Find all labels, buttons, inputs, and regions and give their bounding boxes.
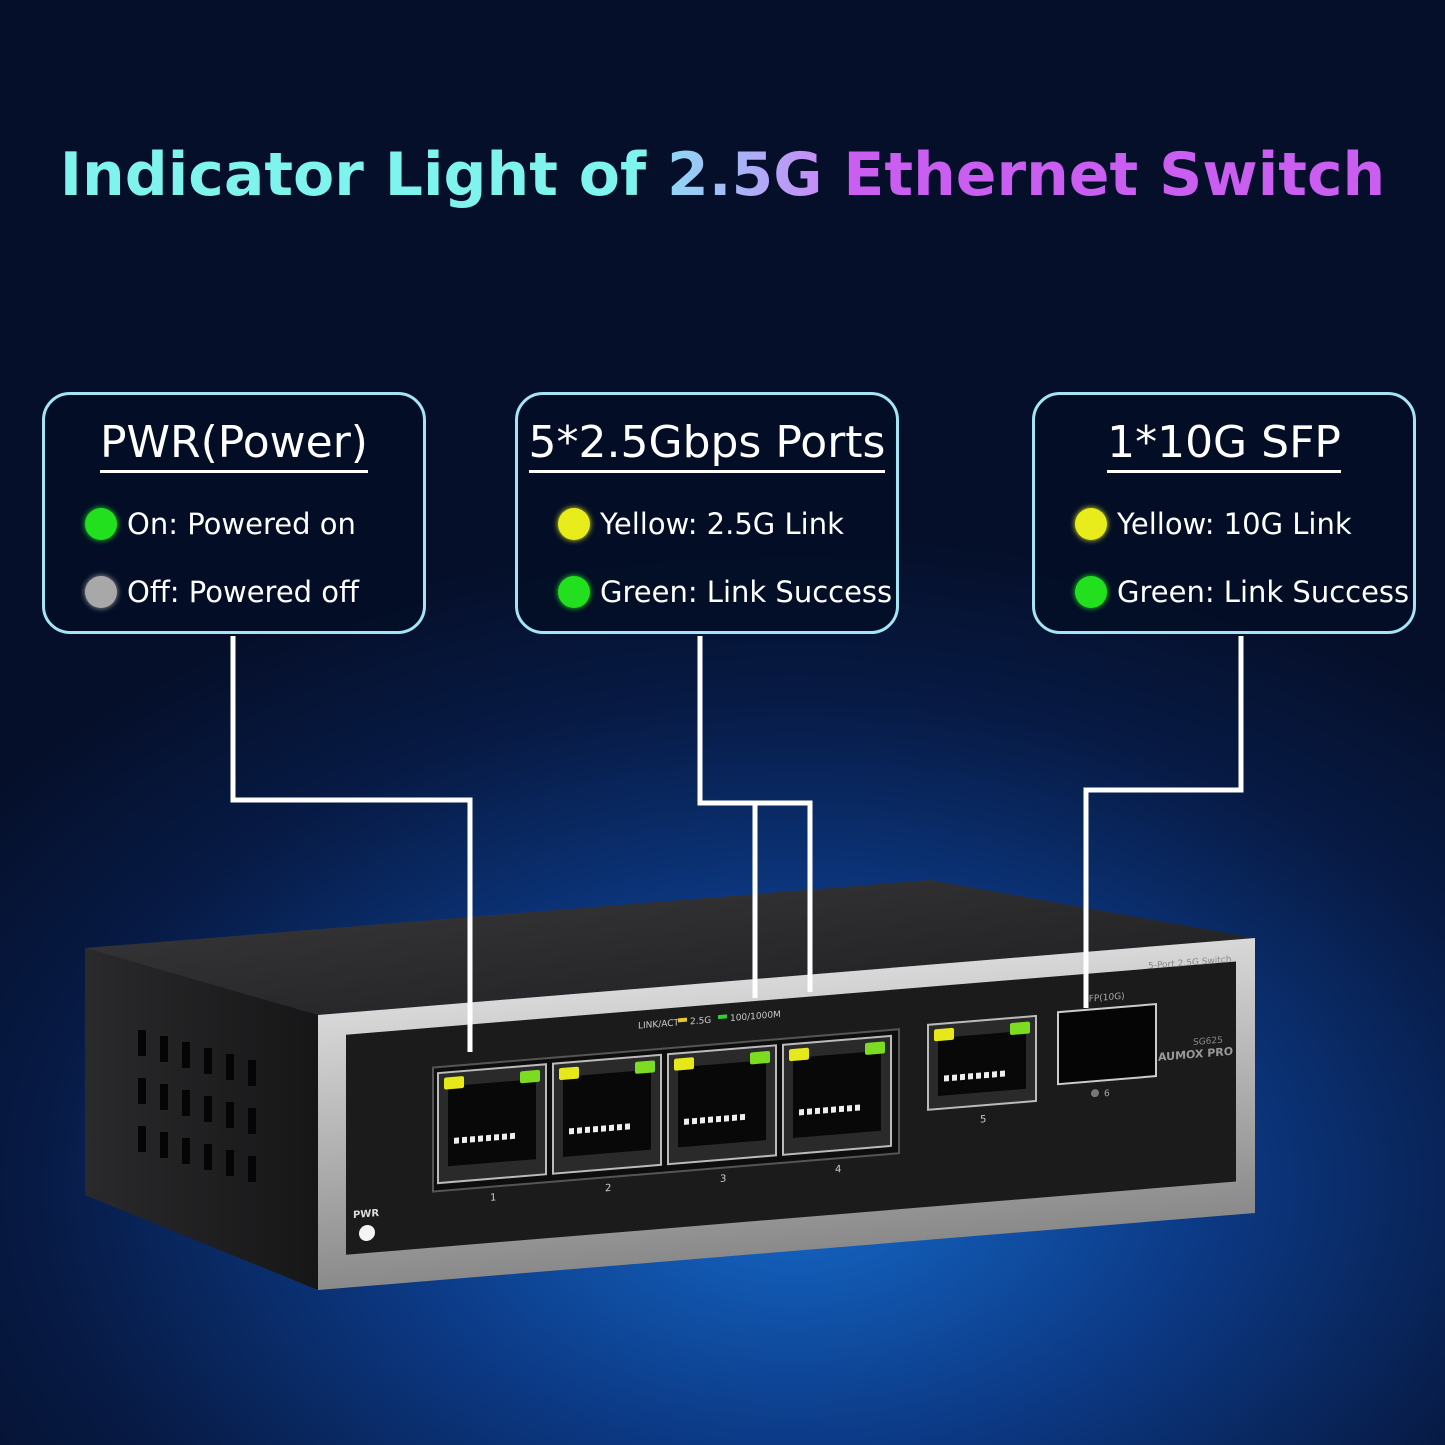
- legend-link: LINK/ACT: [638, 1018, 680, 1031]
- yellow-led: [789, 1047, 809, 1062]
- ethernet-port-4: [782, 1034, 892, 1156]
- ethernet-port-2: [552, 1053, 662, 1175]
- sfp-led: [1091, 1089, 1099, 1098]
- led-yellow-icon: [1075, 508, 1107, 540]
- yellow-led: [934, 1027, 954, 1042]
- green-led: [865, 1041, 885, 1055]
- port-number: 5: [980, 1114, 986, 1126]
- legend-item: On: Powered on: [85, 507, 356, 541]
- led-yellow-icon: [558, 508, 590, 540]
- legend-item: Green: Link Success: [558, 575, 892, 609]
- legend-25g: 2.5G: [690, 1016, 711, 1028]
- legend-text: Yellow: 10G Link: [1117, 507, 1352, 541]
- switch-top: [85, 880, 1255, 1015]
- callout-heading: PWR(Power): [45, 417, 423, 473]
- yellow-led: [674, 1057, 694, 1071]
- callout-heading: 5*2.5Gbps Ports: [518, 417, 896, 473]
- legend-item: Yellow: 10G Link: [1075, 507, 1352, 541]
- brand-label: AUMOX PRO: [1158, 1045, 1233, 1064]
- switch-front: 1 2 3 4 5 LINK/ACT 2.5G 100/1000M 5-Port…: [318, 937, 1255, 1290]
- legend-100-1000: 100/1000M: [730, 1010, 781, 1024]
- green-led: [750, 1050, 770, 1065]
- ethernet-port-3: [667, 1044, 777, 1166]
- vent-holes: [138, 1030, 256, 1182]
- legend-text: Yellow: 2.5G Link: [600, 507, 844, 541]
- sfp-label: SFP(10G): [1083, 992, 1125, 1005]
- green-led: [1010, 1021, 1030, 1035]
- legend-text: Green: Link Success: [600, 575, 893, 609]
- port-number: 4: [835, 1164, 841, 1176]
- port-number: 1: [490, 1192, 496, 1204]
- green-led: [520, 1069, 540, 1084]
- heading-text: 5*2.5Gbps Ports: [528, 417, 886, 473]
- green-led: [635, 1060, 655, 1074]
- callout-lines: [230, 636, 1244, 1052]
- callout-heading: 1*10G SFP: [1035, 417, 1413, 473]
- legend-text: Off: Powered off: [127, 575, 360, 609]
- yellow-led: [444, 1076, 464, 1090]
- port-number: 2: [605, 1183, 611, 1195]
- legend-item: Yellow: 2.5G Link: [558, 507, 844, 541]
- ethernet-port-5: [927, 1014, 1037, 1111]
- page-title: Indicator Light of 2.5G Ethernet Switch: [59, 140, 1386, 210]
- yellow-led: [559, 1066, 579, 1081]
- legend-item: Green: Link Success: [1075, 575, 1409, 609]
- model-number: SG625: [1193, 1036, 1223, 1048]
- legend-text: On: Powered on: [127, 507, 356, 541]
- legend-text: Green: Link Success: [1117, 575, 1410, 609]
- led-green-icon: [1075, 576, 1107, 608]
- pwr-led: [359, 1224, 375, 1241]
- led-green-icon: [558, 576, 590, 608]
- callout-box-1: PWR(Power) On: Powered on Off: Powered off: [42, 392, 426, 634]
- port-number: 3: [720, 1173, 726, 1185]
- heading-text: 1*10G SFP: [1107, 417, 1341, 473]
- led-green-icon: [85, 508, 117, 540]
- legend-item: Off: Powered off: [85, 575, 359, 609]
- ethernet-port-1: [437, 1063, 547, 1185]
- heading-text: PWR(Power): [100, 417, 368, 473]
- sfp-port-number: 6: [1104, 1089, 1110, 1099]
- led-gray-icon: [85, 576, 117, 608]
- pwr-label: PWR: [353, 1208, 379, 1221]
